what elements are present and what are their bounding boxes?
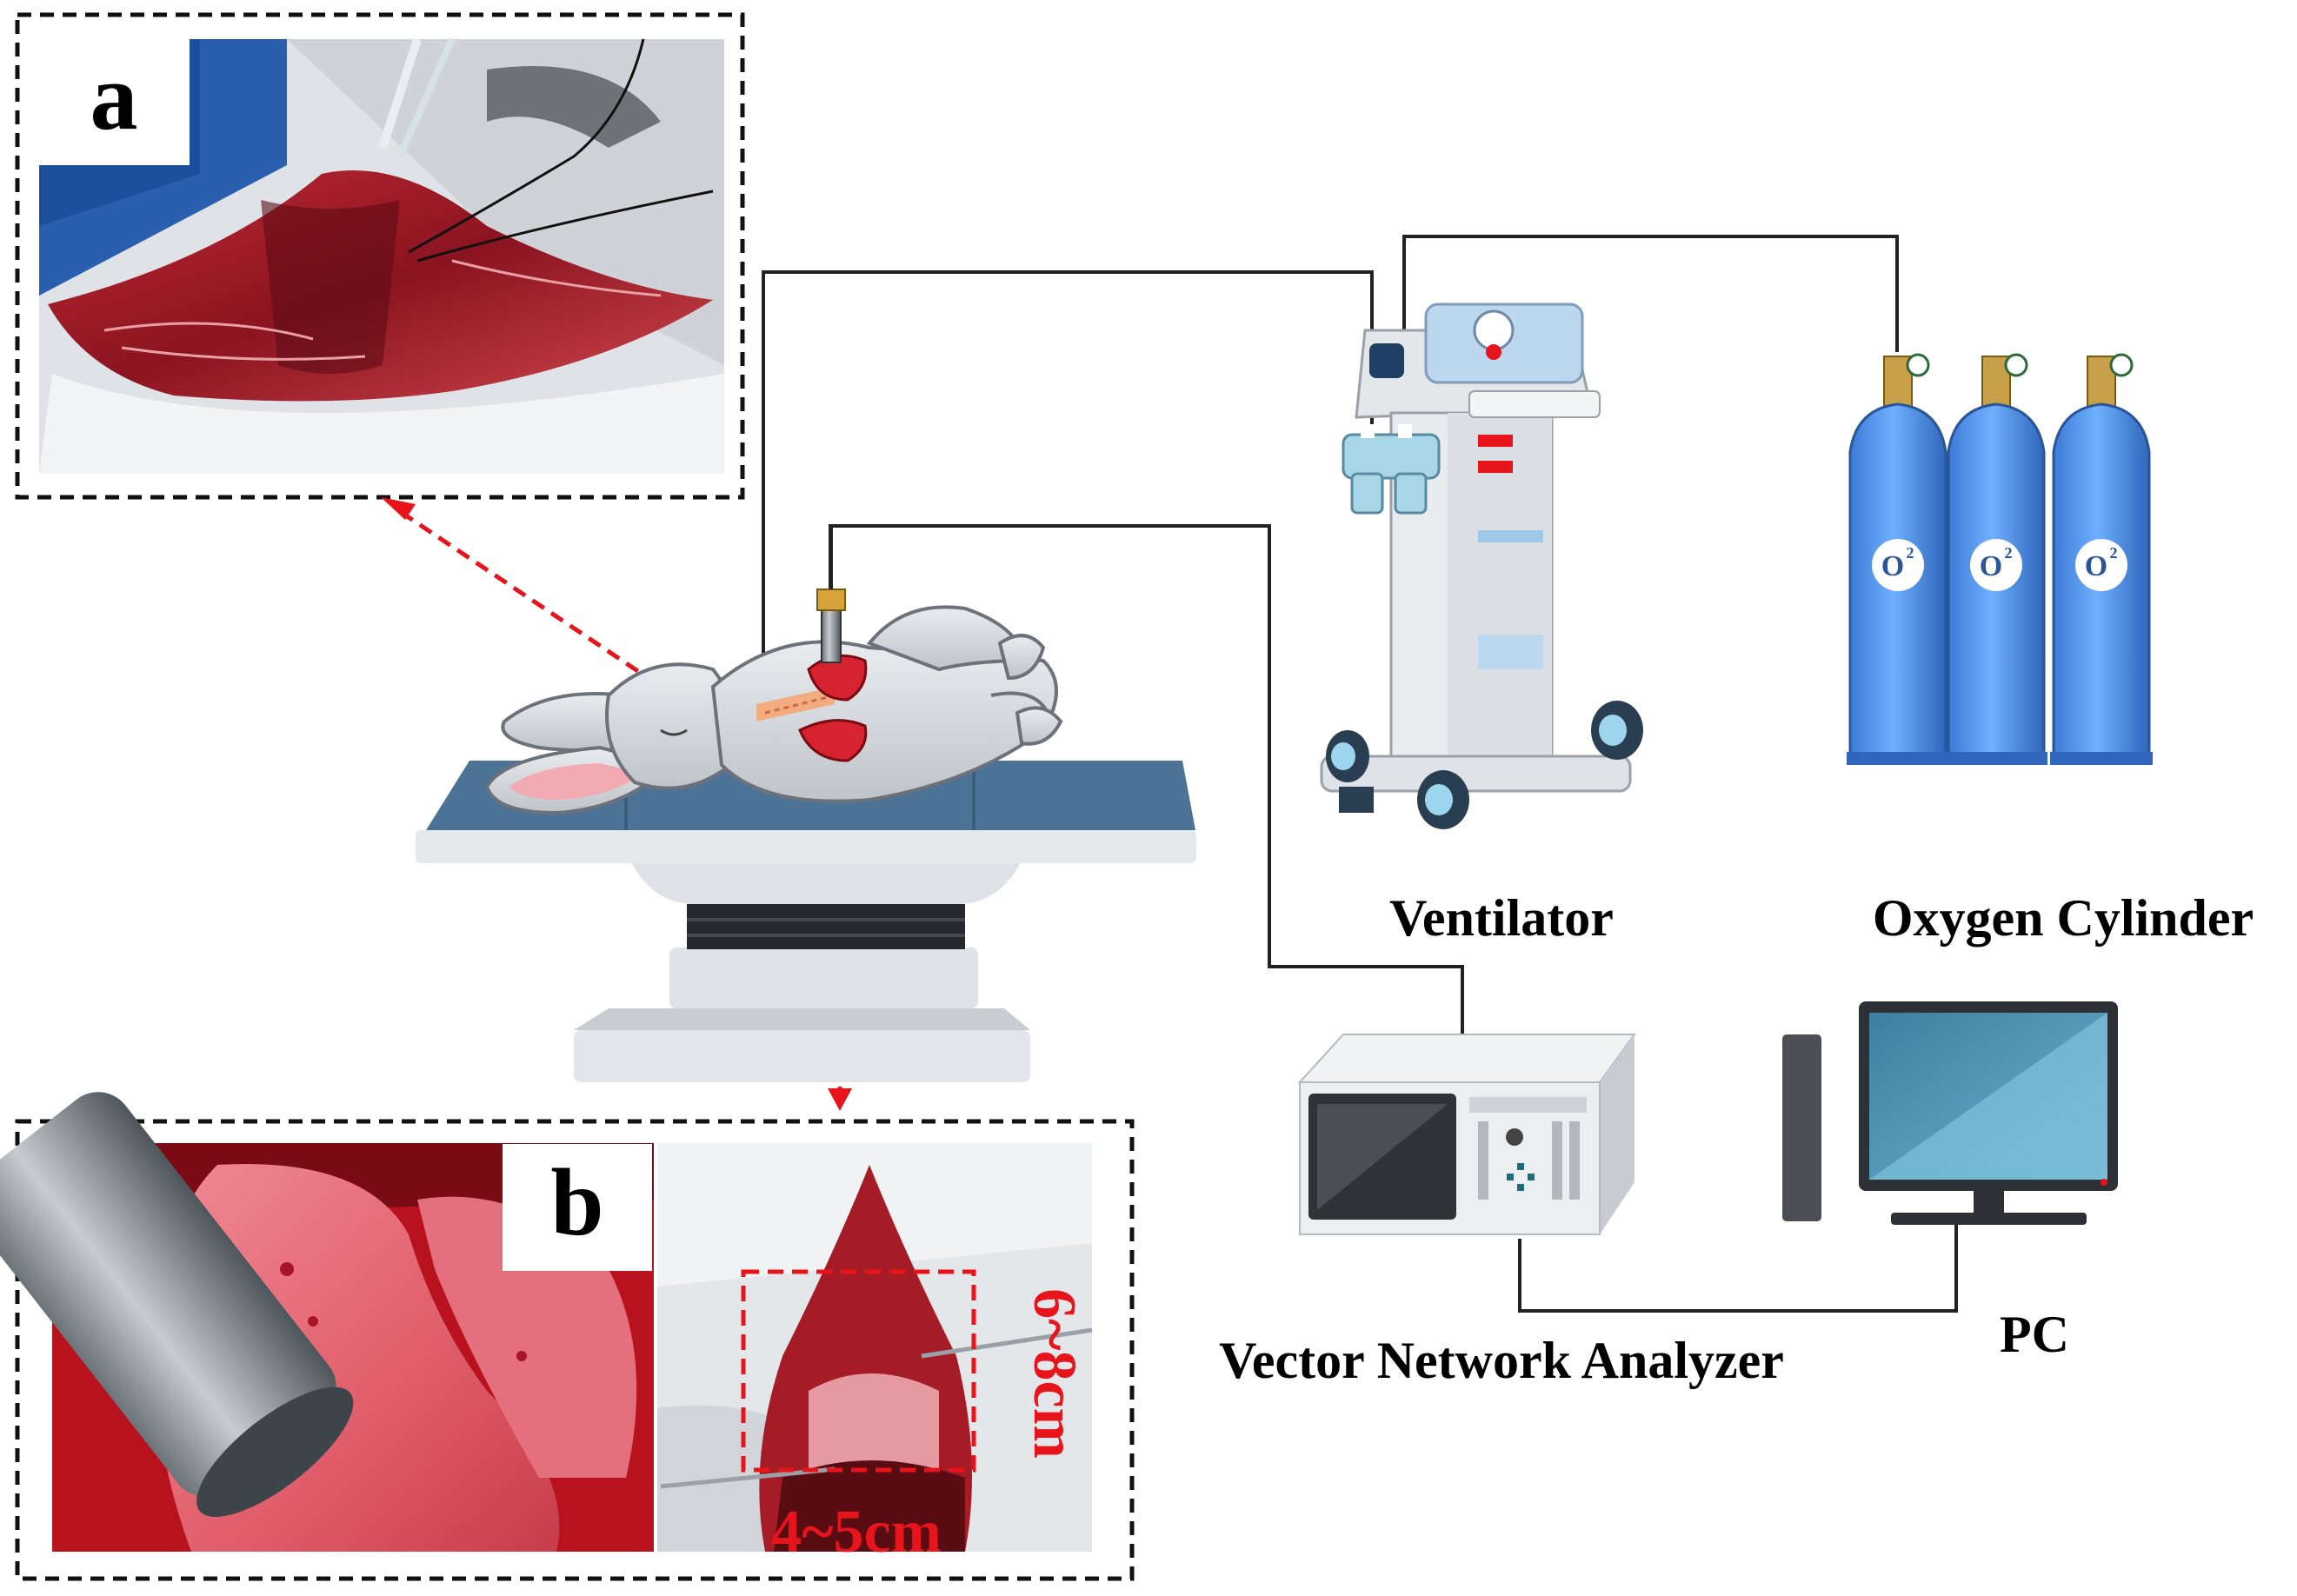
- incision-height-label: 6~8cm: [1021, 1288, 1088, 1459]
- panel-b-thorax-photo: [657, 1143, 1093, 1552]
- ventilator-label: Ventilator: [1389, 889, 1614, 947]
- oxygen-cylinders: O 2 O 2 O 2: [1847, 353, 2153, 765]
- cylinder-3-sup: 2: [2110, 544, 2118, 562]
- cylinder-2-sup: 2: [2005, 544, 2013, 562]
- cylinder-2-mark: O: [1980, 550, 2002, 582]
- oxygen-cylinder-3: [2050, 353, 2153, 765]
- panel-a: a: [15, 12, 745, 500]
- probe-illustration: [821, 608, 842, 663]
- ventilator-device: [1320, 303, 1643, 829]
- incision-region-box: [741, 1269, 976, 1473]
- cylinder-1-mark: O: [1881, 550, 1904, 582]
- oxygen-cylinder-2: [1945, 353, 2047, 765]
- vector-network-analyzer-device: [1297, 1034, 1636, 1235]
- oxygen-cylinder-1: [1847, 353, 1949, 765]
- rabbit-illustration: [484, 526, 1063, 815]
- pc-device: [1782, 1001, 2118, 1225]
- oxygen-cylinder-label: Oxygen Cylinder: [1873, 889, 2254, 947]
- cylinder-1-sup: 2: [1907, 544, 1914, 562]
- pc-label: PC: [2000, 1306, 2069, 1363]
- panel-b-letter: b: [550, 1149, 603, 1255]
- panel-b: b 6~8cm 4~5cm: [0, 1092, 1135, 1581]
- incision-width-label: 4~5cm: [771, 1499, 942, 1566]
- cylinder-3-mark: O: [2085, 550, 2107, 582]
- panel-a-letter: a: [90, 43, 138, 150]
- vna-label: Vector Network Analyzer: [1219, 1332, 1784, 1389]
